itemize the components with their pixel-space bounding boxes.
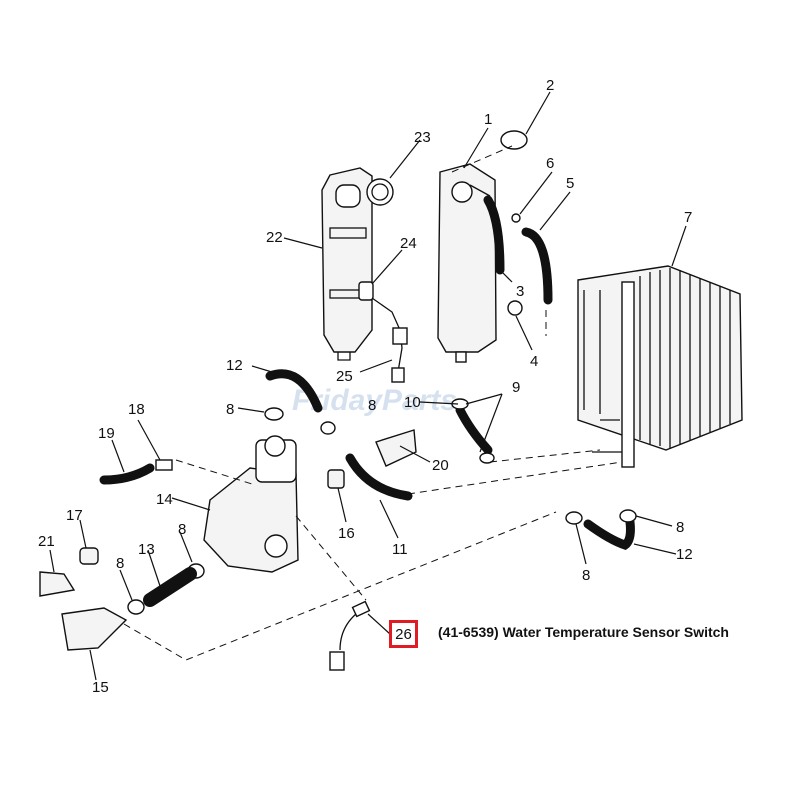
label-21: 21 xyxy=(38,533,55,550)
part-22-recovery-tank xyxy=(321,167,374,361)
label-24: 24 xyxy=(400,235,417,252)
label-20: 20 xyxy=(432,457,449,474)
part-7-radiator xyxy=(577,265,743,468)
label-5: 5 xyxy=(566,175,574,192)
label-25: 25 xyxy=(336,368,353,385)
part-1-expansion-tank xyxy=(437,163,497,363)
callout-number-26: 26 xyxy=(389,620,418,648)
label-8: 8 xyxy=(368,397,376,414)
routing-line xyxy=(123,511,557,661)
label-10: 10 xyxy=(404,394,421,411)
part-14-water-pump xyxy=(203,435,299,573)
part-15-elbow xyxy=(61,607,128,651)
part-6-clamp xyxy=(511,213,521,223)
part-8-clamps xyxy=(127,398,637,615)
callout-description: (41-6539) Water Temperature Sensor Switc… xyxy=(438,624,729,640)
label-8: 8 xyxy=(676,519,684,536)
part-2-radiator-cap xyxy=(500,130,528,150)
label-12: 12 xyxy=(226,357,243,374)
label-4: 4 xyxy=(530,353,538,370)
leader-lines xyxy=(49,91,687,681)
label-13: 13 xyxy=(138,541,155,558)
part-19-hose xyxy=(99,463,155,485)
part-10-bypass-hose xyxy=(455,405,493,455)
label-12: 12 xyxy=(676,546,693,563)
part-12-upper-hose xyxy=(265,369,323,413)
routing-line xyxy=(451,145,513,173)
label-17: 17 xyxy=(66,507,83,524)
part-11-hose xyxy=(345,453,413,501)
part-17-clip xyxy=(79,547,99,565)
label-18: 18 xyxy=(128,401,145,418)
part-25-wire-harness xyxy=(371,297,408,383)
label-8: 8 xyxy=(116,555,124,572)
label-15: 15 xyxy=(92,679,109,696)
part-4-fitting xyxy=(507,300,523,316)
routing-line xyxy=(295,515,367,601)
label-19: 19 xyxy=(98,425,115,442)
part-13-hose xyxy=(143,567,197,607)
label-16: 16 xyxy=(338,525,355,542)
label-14: 14 xyxy=(156,491,173,508)
label-11: 11 xyxy=(392,541,408,558)
label-2: 2 xyxy=(546,77,554,94)
label-7: 7 xyxy=(684,209,692,226)
routing-line xyxy=(407,461,623,495)
routing-line xyxy=(489,449,601,463)
label-8: 8 xyxy=(582,567,590,584)
part-5-vent-hose xyxy=(521,227,553,305)
label-8: 8 xyxy=(226,401,234,418)
part-12-lower-hose xyxy=(583,517,635,550)
label-3: 3 xyxy=(516,283,524,300)
part-20-bracket xyxy=(375,429,417,467)
label-23: 23 xyxy=(414,129,431,146)
part-26-water-temperature-sensor xyxy=(329,600,371,671)
label-1: 1 xyxy=(484,111,492,128)
part-21-bracket xyxy=(39,571,76,597)
label-6: 6 xyxy=(546,155,554,172)
part-18-fitting xyxy=(155,459,173,471)
part-23-tank-cap xyxy=(366,178,394,206)
part-3-overflow-hose xyxy=(483,195,505,275)
label-9: 9 xyxy=(512,379,520,396)
routing-line xyxy=(175,459,253,485)
part-16-block xyxy=(327,469,345,489)
label-22: 22 xyxy=(266,229,283,246)
label-8: 8 xyxy=(178,521,186,538)
